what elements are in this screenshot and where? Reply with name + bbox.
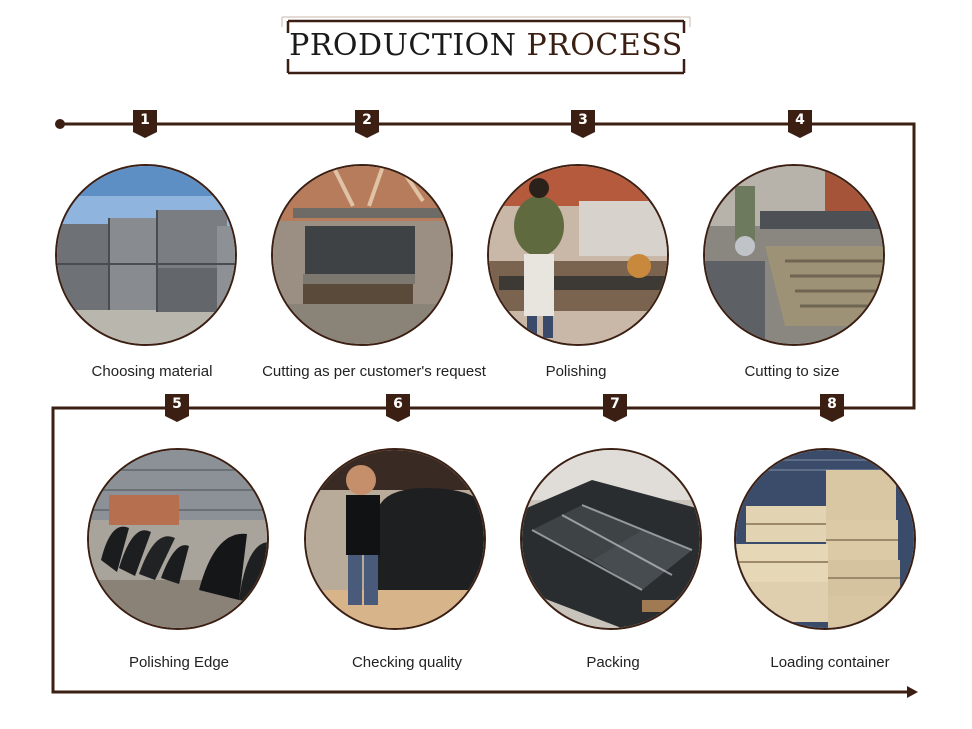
step-caption-8: Loading container [770, 654, 890, 671]
step-badge-2: 2 [355, 110, 379, 138]
step-badge-6: 6 [386, 394, 410, 422]
title-main: PRODUCTION [289, 27, 517, 63]
photo-worker-polishing-machine [487, 164, 669, 346]
step-number: 8 [827, 396, 837, 412]
photo-plastic-wrapped-slabs [520, 448, 702, 630]
photo-block-cutting-saw [271, 164, 453, 346]
title-border-ornament [281, 16, 691, 75]
photo-edge-polished-slabs [87, 448, 269, 630]
step-number: 5 [172, 396, 182, 412]
step-number: 6 [393, 396, 403, 412]
step-badge-5: 5 [165, 394, 189, 422]
photo-bridge-saw-cutting [703, 164, 885, 346]
step-caption-3: Polishing [545, 363, 607, 380]
step-number: 3 [578, 112, 588, 128]
flow-end-arrow [907, 686, 918, 698]
step-caption-1: Choosing material [91, 363, 213, 380]
step-number: 2 [362, 112, 372, 128]
step-badge-8: 8 [820, 394, 844, 422]
page-title: PRODUCTION PROCESS [280, 15, 692, 75]
step-number: 1 [140, 112, 150, 128]
step-badge-7: 7 [603, 394, 627, 422]
photo-crates-in-container [734, 448, 916, 630]
step-badge-3: 3 [571, 110, 595, 138]
step-number: 4 [795, 112, 805, 128]
step-caption-4: Cutting to size [744, 363, 840, 380]
step-badge-1: 1 [133, 110, 157, 138]
step-badge-4: 4 [788, 110, 812, 138]
flow-path [51, 122, 916, 694]
step-caption-6: Checking quality [351, 654, 463, 671]
step-caption-5: Polishing Edge [128, 654, 230, 671]
title-frame: PRODUCTION PROCESS [280, 15, 692, 75]
step-number: 7 [610, 396, 620, 412]
step-caption-2: Cutting as per customer's request [262, 363, 486, 380]
photo-worker-checking-headstone [304, 448, 486, 630]
title-accent: PROCESS [526, 27, 683, 63]
step-caption-7: Packing [586, 654, 640, 671]
photo-granite-blocks [55, 164, 237, 346]
